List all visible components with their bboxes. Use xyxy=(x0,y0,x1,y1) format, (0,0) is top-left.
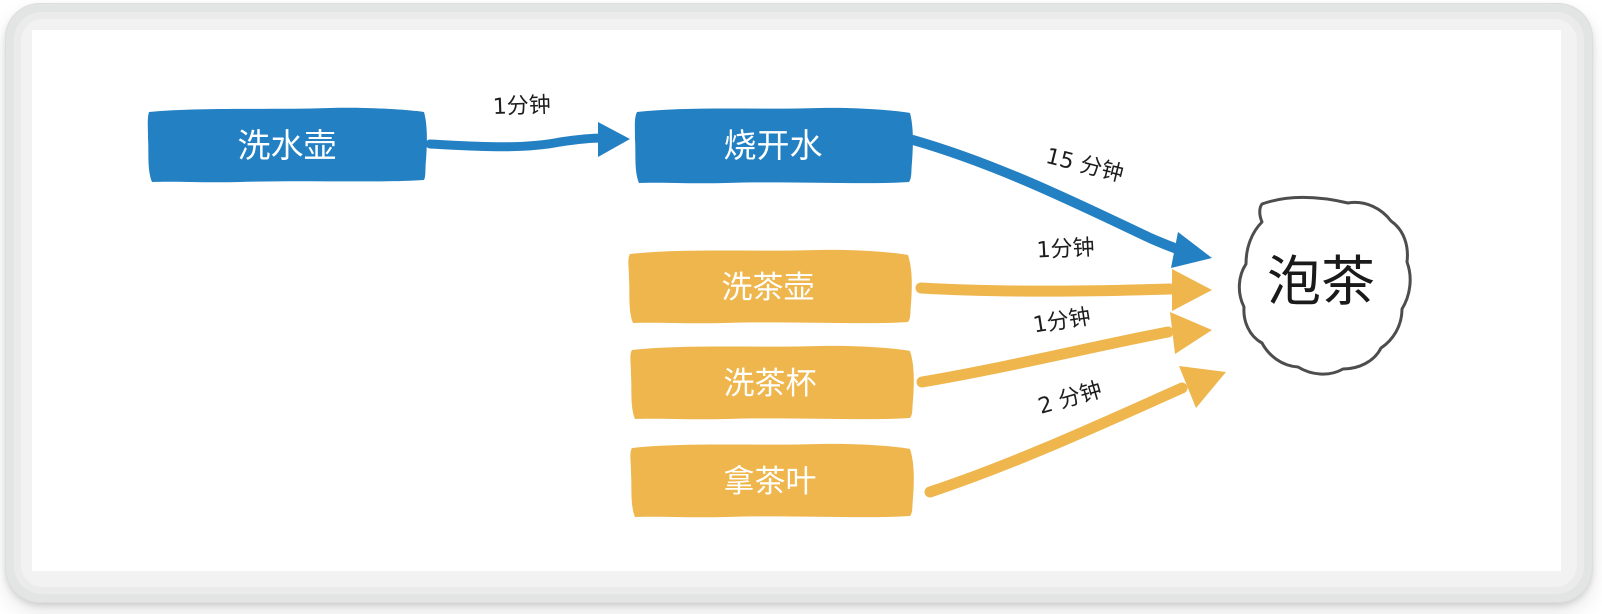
edge-e3-line xyxy=(915,282,1176,297)
edge-e2-arrowhead xyxy=(1171,232,1212,268)
edge-e2-label: 15 分钟 xyxy=(1043,144,1126,187)
node-wash-teacup[interactable]: 洗茶杯 xyxy=(630,345,914,420)
node-wash-teacup-shape xyxy=(630,345,914,420)
edge-e3-arrowhead xyxy=(1172,269,1212,311)
edge-e4-line xyxy=(916,326,1174,388)
node-wash-teapot[interactable]: 洗茶壶 xyxy=(628,249,912,324)
node-brew-tea-shape xyxy=(1237,196,1412,376)
edge-get-tea-leaves-to-brew-tea: 2 分钟 xyxy=(924,366,1226,498)
node-wash-teapot-shape xyxy=(628,249,912,324)
edge-e4-arrowhead xyxy=(1170,312,1212,354)
node-wash-kettle-shape xyxy=(147,107,427,183)
edge-e4-label: 1分钟 xyxy=(1031,305,1092,339)
edge-e5-arrowhead xyxy=(1179,366,1226,408)
edge-e5-label: 2 分钟 xyxy=(1036,378,1105,420)
edge-wash-teacup-to-brew-tea: 1分钟 xyxy=(916,305,1212,388)
node-get-tea-leaves-shape xyxy=(630,443,914,518)
edge-e5-line xyxy=(924,382,1188,498)
edge-wash-kettle-to-boil-water: 1分钟 xyxy=(425,93,630,157)
node-brew-tea[interactable]: 泡茶 xyxy=(1237,196,1412,376)
node-boil-water[interactable]: 烧开水 xyxy=(634,107,913,184)
edge-e1-label: 1分钟 xyxy=(492,93,551,120)
edge-e1-arrowhead xyxy=(598,122,630,157)
edge-e1-line xyxy=(425,133,608,152)
edge-boil-water-to-brew-tea: 15 分钟 xyxy=(908,135,1212,268)
node-wash-kettle[interactable]: 洗水壶 xyxy=(147,107,427,183)
node-boil-water-shape xyxy=(634,107,913,184)
node-get-tea-leaves[interactable]: 拿茶叶 xyxy=(630,443,914,518)
edge-e3-label: 1分钟 xyxy=(1036,236,1095,264)
edge-e2-line xyxy=(908,135,1193,258)
